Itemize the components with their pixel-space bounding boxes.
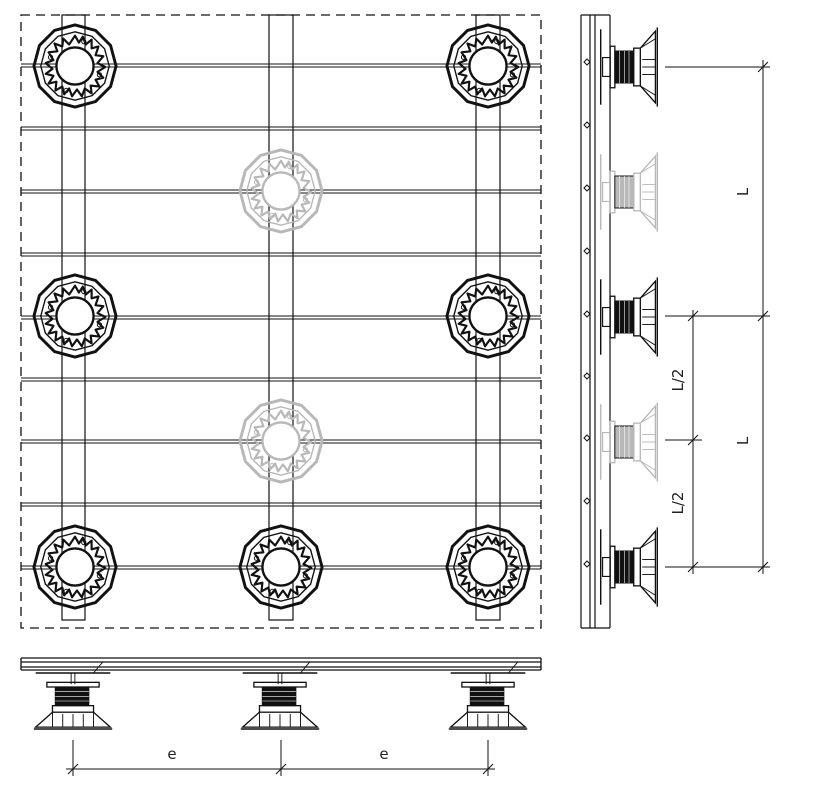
pedestal-side-icon-faded bbox=[599, 151, 659, 233]
dimension-label-e: e bbox=[167, 745, 176, 763]
dimension-label-e: e bbox=[379, 745, 388, 763]
pedestal-plan-icon bbox=[445, 23, 531, 109]
pedestal-side-icon bbox=[599, 276, 659, 358]
joists bbox=[61, 14, 501, 621]
side-elevation bbox=[580, 14, 770, 629]
pedestal-side-icon-faded bbox=[599, 401, 659, 483]
dimension-label-L: L bbox=[734, 436, 752, 445]
pedestal-elevation-icon bbox=[33, 661, 113, 730]
pedestal-side-icon bbox=[599, 26, 659, 108]
dimension-e bbox=[66, 740, 495, 776]
joist-section bbox=[580, 14, 611, 629]
dimension-L bbox=[665, 60, 770, 574]
pedestal-side-icon bbox=[599, 526, 659, 608]
dimension-label-L: L bbox=[734, 187, 752, 196]
pedestal-elevation-icon bbox=[240, 661, 320, 730]
plan-view bbox=[20, 14, 542, 629]
deck-board-section bbox=[20, 657, 542, 671]
pedestal-elevation-icon bbox=[448, 661, 528, 730]
pedestal-plan-icon bbox=[32, 524, 118, 610]
board-clips bbox=[583, 58, 591, 568]
pedestal-plan-icon bbox=[32, 23, 118, 109]
pedestal-plan-icon bbox=[445, 524, 531, 610]
front-elevation bbox=[20, 657, 542, 776]
pedestal-plan-icon-faded bbox=[238, 398, 324, 484]
dimension-label-L-half: L/2 bbox=[669, 492, 687, 515]
pedestal-plan-icon-faded bbox=[238, 148, 324, 234]
dimension-L-half bbox=[665, 310, 702, 574]
dimension-label-L-half: L/2 bbox=[669, 369, 687, 392]
pedestal-plan-icon bbox=[238, 524, 324, 610]
